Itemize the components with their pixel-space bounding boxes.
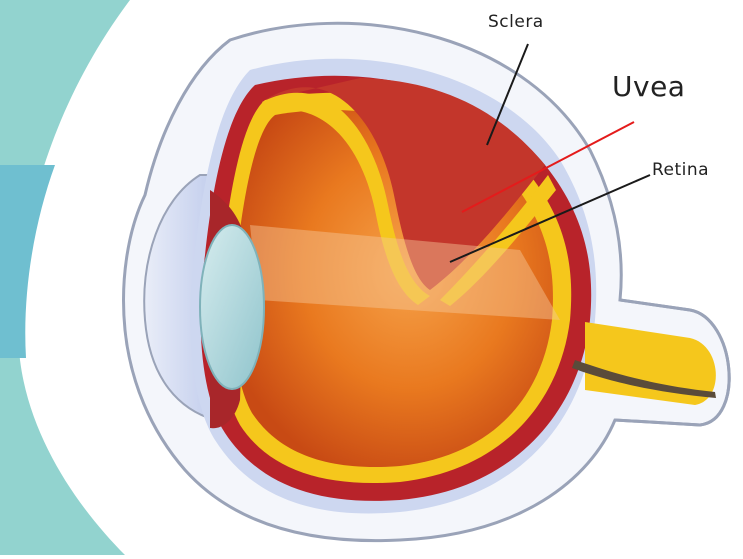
lens	[200, 225, 264, 389]
background-blue-band	[0, 165, 55, 358]
